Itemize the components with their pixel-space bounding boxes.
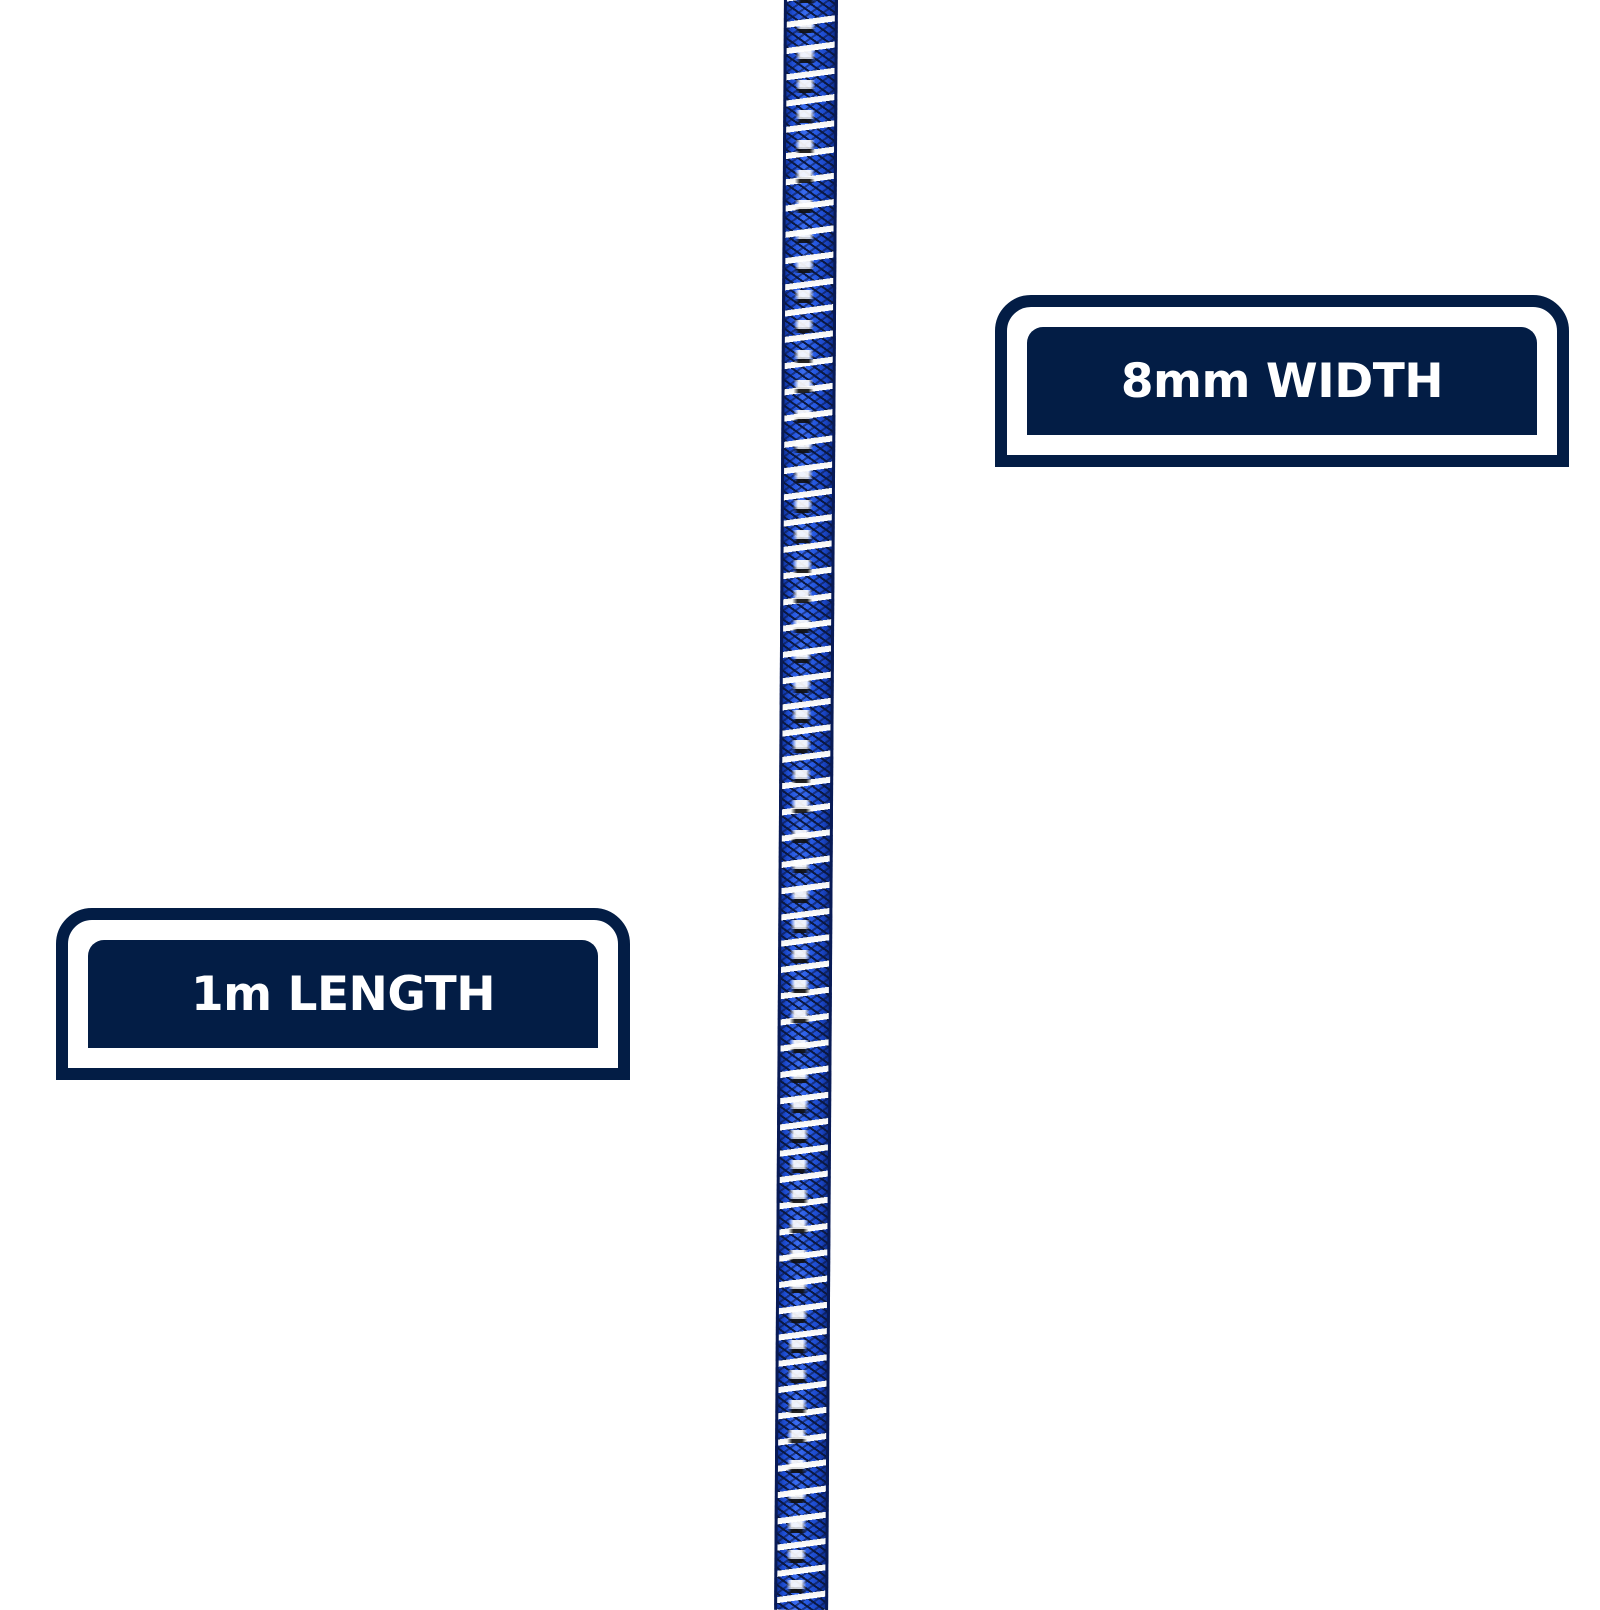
width-badge-fill: 8mm WIDTH [1027, 327, 1537, 435]
width-label: 8mm WIDTH [1120, 353, 1444, 409]
width-badge: 8mm WIDTH [995, 295, 1569, 467]
length-badge: 1m LENGTH [56, 908, 630, 1080]
length-label: 1m LENGTH [190, 966, 496, 1022]
length-badge-fill: 1m LENGTH [88, 940, 598, 1048]
